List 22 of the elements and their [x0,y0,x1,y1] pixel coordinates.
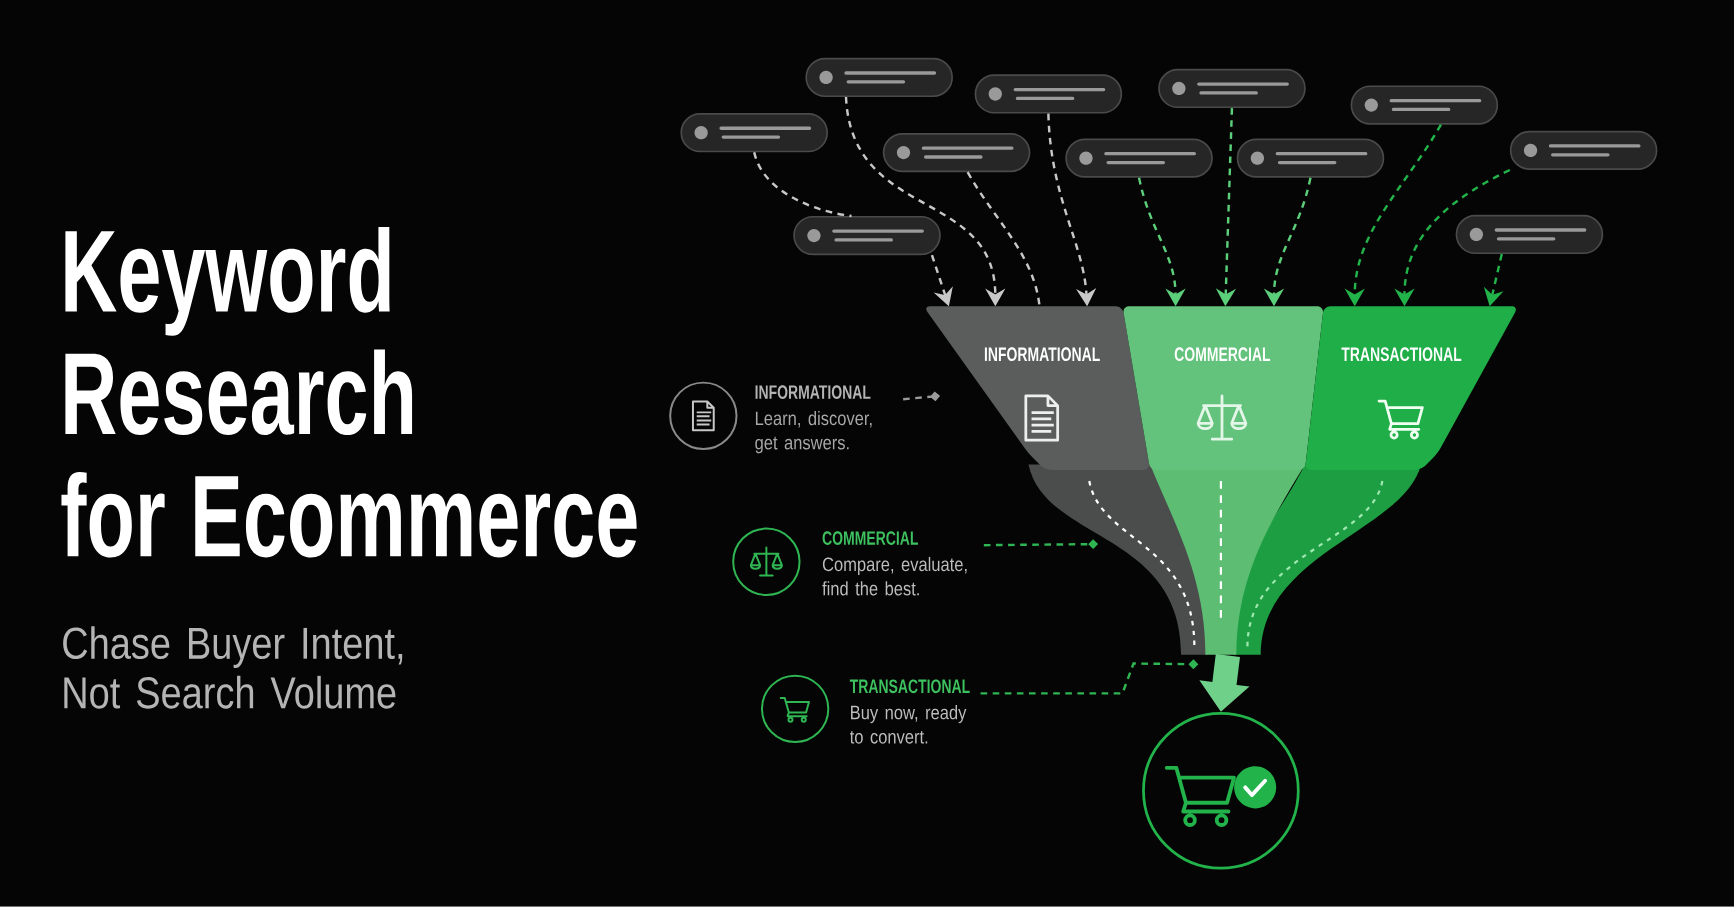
search-pill [1455,214,1604,255]
search-pill [1236,138,1385,178]
search-pill [974,74,1123,114]
search-pill [1065,138,1213,178]
funnel-section: TRANSACTIONAL [1305,306,1516,471]
search-pill [805,57,953,98]
search-pill [1509,130,1658,171]
dashed-line [966,171,1041,307]
callout-text: COMMERCIAL Compare, evaluate, find the best. [822,531,967,596]
callout-text: TRANSACTIONAL Buy now, ready to convert. [849,679,970,744]
callout-text: INFORMATIONAL Learn, discover, get answers. [755,385,872,454]
search-pill [882,133,1031,173]
funnel-section: COMMERCIAL [1123,306,1324,471]
funnel-section: INFORMATIONAL [926,306,1150,471]
search-pill [793,216,941,256]
dashed-line [753,152,852,218]
funnel-stream [1233,464,1422,655]
search-pill [680,113,828,153]
title: Keyword Research for Ecommerce [61,227,637,558]
search-pill [1158,68,1306,109]
subtitle: Chase Buyer Intent, Not Search Volume [63,626,403,709]
search-pill [1350,85,1499,125]
